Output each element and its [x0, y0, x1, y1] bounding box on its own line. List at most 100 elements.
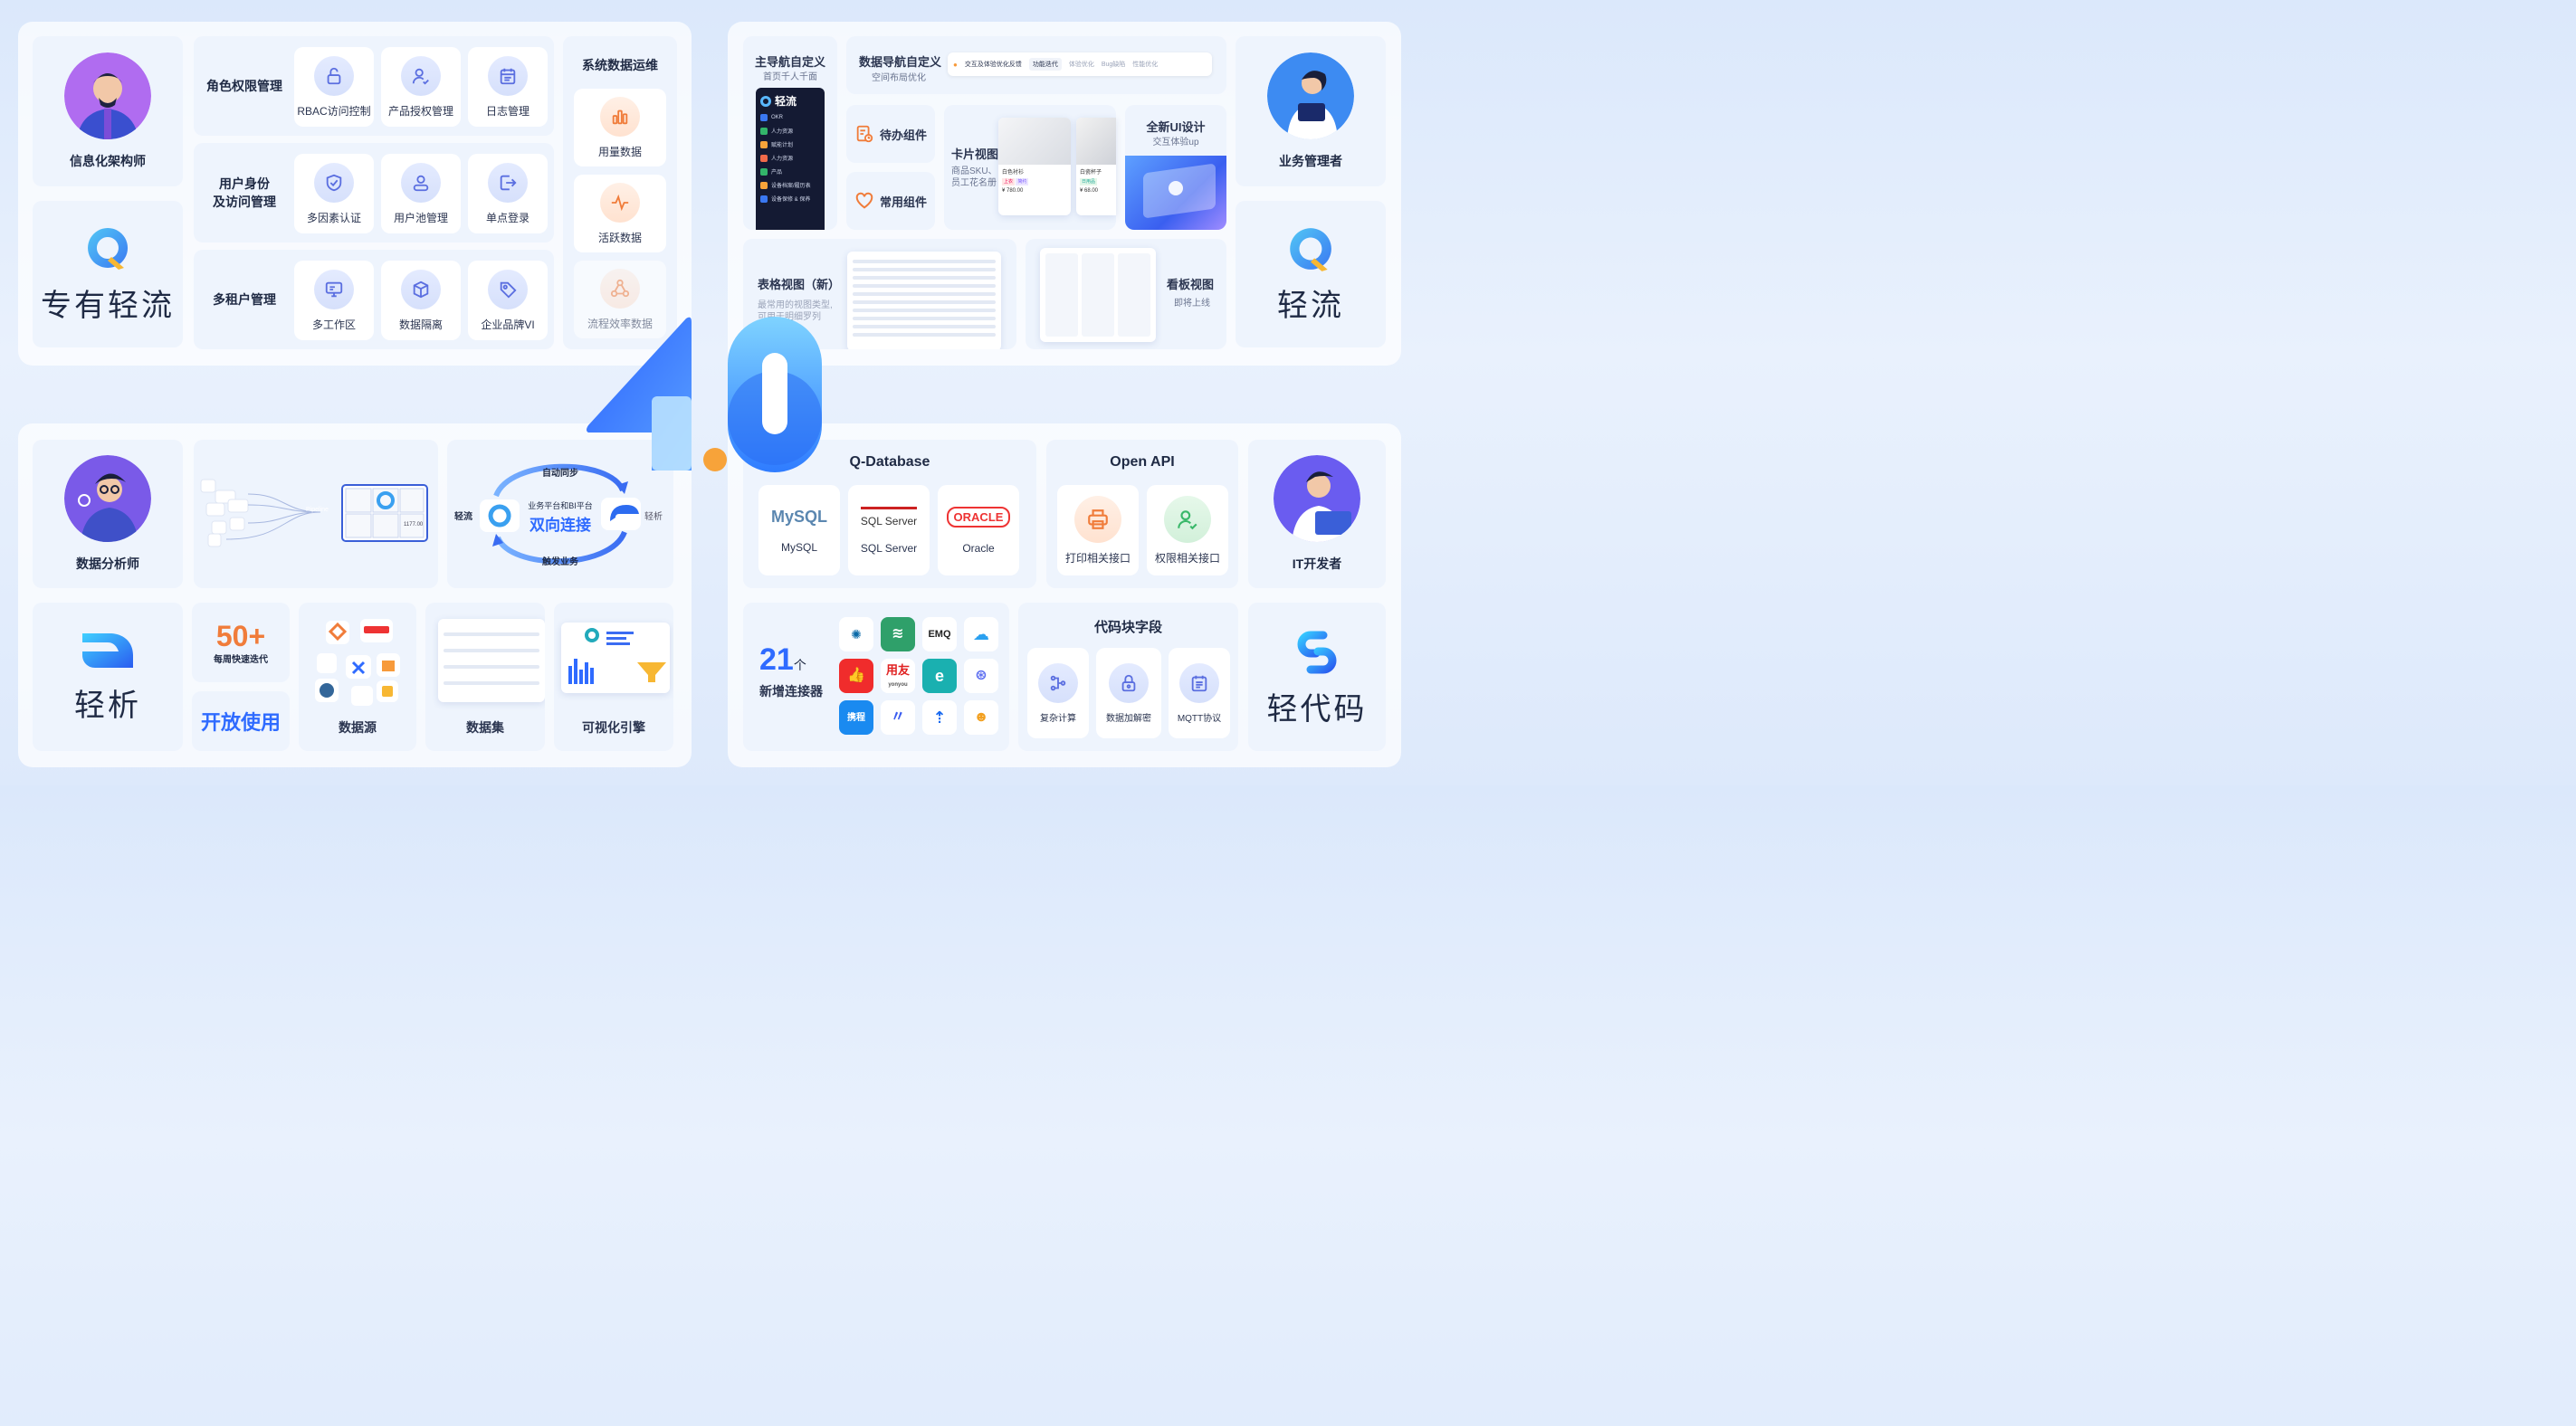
- main-nav-sub: 首页千人千面: [763, 72, 817, 82]
- todo-component-card[interactable]: 待办组件: [846, 105, 935, 163]
- nav-menu-item[interactable]: 赋能计划: [760, 140, 820, 148]
- feature-brand-vi[interactable]: 企业品牌VI: [468, 261, 548, 340]
- code-encrypt[interactable]: 数据加解密: [1096, 648, 1161, 738]
- analyst-label: 数据分析师: [76, 556, 139, 571]
- db-label: SQL Server: [860, 541, 918, 555]
- db-oracle[interactable]: ORACLE Oracle: [938, 485, 1019, 575]
- feature-label: RBAC访问控制: [297, 104, 371, 118]
- data-nav-tab[interactable]: 功能迭代: [1028, 58, 1062, 71]
- open-use-label: 开放使用: [200, 711, 281, 734]
- dataset-card[interactable]: 数据集: [425, 603, 545, 751]
- sync-line1: 业务平台和BI平台: [528, 501, 593, 510]
- ops-active[interactable]: 活跃数据: [574, 175, 666, 252]
- menu-app-icon: [760, 114, 768, 121]
- connector-thumb-icon[interactable]: 👍: [839, 659, 873, 693]
- feature-multi-workspace[interactable]: 多工作区: [294, 261, 374, 340]
- ops-label: 活跃数据: [597, 231, 642, 244]
- weekly-iteration-number: 50+: [215, 619, 266, 652]
- architect-avatar: [64, 52, 151, 139]
- db-mysql[interactable]: MySQL MySQL: [758, 485, 840, 575]
- feature-user-pool[interactable]: 用户池管理: [381, 154, 461, 233]
- user-check-icon: [1164, 495, 1211, 543]
- datasource-label: 数据源: [339, 720, 377, 735]
- nav-menu-item[interactable]: 产品: [760, 167, 820, 176]
- api-permission[interactable]: 权限相关接口: [1147, 485, 1228, 575]
- feature-product-auth[interactable]: 产品授权管理: [381, 47, 461, 127]
- feature-label: 企业品牌VI: [481, 318, 535, 331]
- table-view-screenshot: [847, 252, 1001, 349]
- business-label: 业务管理者: [1279, 154, 1342, 168]
- viz-engine-card[interactable]: 可视化引擎: [554, 603, 673, 751]
- ui-design-sub: 交互体验up: [1152, 138, 1199, 147]
- ui-design-illustration: [1125, 156, 1226, 230]
- datasource-icons: [315, 619, 400, 706]
- open-use-card: 开放使用: [192, 691, 290, 751]
- heart-icon: [855, 192, 873, 209]
- connector-bee-icon[interactable]: ☻: [964, 700, 998, 735]
- workflow-icon: [1038, 662, 1078, 703]
- private-qingliu-title: 专有轻流: [41, 288, 175, 323]
- nav-menu-item[interactable]: 人力资源: [760, 154, 820, 162]
- common-component-card[interactable]: 常用组件: [846, 172, 935, 230]
- ops-title: 系统数据运维: [582, 58, 658, 72]
- qingliu-logo-icon: [88, 227, 129, 270]
- qingxi-logo-icon: [82, 632, 133, 668]
- kanban-view-card: 看板视图 即将上线: [1026, 239, 1226, 349]
- card-view-sub-2: 员工花名册: [951, 178, 997, 188]
- data-nav-tab[interactable]: 性能优化: [1132, 62, 1159, 68]
- feature-label: 用户池管理: [393, 211, 448, 224]
- user-icon: [401, 162, 441, 203]
- connector-layers-icon[interactable]: ≋: [881, 617, 915, 651]
- bidirectional-card: 自动同步 触发业务 轻流 轻析 业务平台和BI平台 双向连接: [447, 440, 673, 588]
- feature-log[interactable]: 日志管理: [468, 47, 548, 127]
- data-nav-tab[interactable]: Bug缺陷: [1101, 62, 1126, 68]
- printer-icon: [1074, 495, 1121, 543]
- codeblock-title: 代码块字段: [1093, 620, 1162, 635]
- datasource-card[interactable]: 数据源: [299, 603, 416, 751]
- feature-mfa[interactable]: 多因素认证: [294, 154, 374, 233]
- kanban-screenshot: [1040, 248, 1156, 342]
- data-nav-tab[interactable]: 体验优化: [1068, 62, 1094, 68]
- pipeline-diagram: [200, 479, 428, 547]
- table-view-sub-1: 最常用的视图类型,: [758, 300, 833, 310]
- db-sqlserver[interactable]: SQL Server SQL Server: [848, 485, 930, 575]
- openapi-title: Open API: [1110, 454, 1175, 470]
- feature-data-isolation[interactable]: 数据隔离: [381, 261, 461, 340]
- common-label: 常用组件: [879, 195, 927, 209]
- code-complex-calc[interactable]: 复杂计算: [1027, 648, 1089, 738]
- connector-rings-icon[interactable]: ⊛: [964, 659, 998, 693]
- mysql-logo-icon: MySQL: [770, 507, 827, 526]
- connector-aperture-icon[interactable]: ✺: [839, 617, 873, 651]
- card-view-title: 卡片视图: [951, 147, 999, 161]
- connector-ctrip-icon[interactable]: 携程: [839, 700, 873, 735]
- api-print[interactable]: 打印相关接口: [1057, 485, 1139, 575]
- feature-label: 多因素认证: [306, 211, 361, 224]
- menu-app-icon: [760, 127, 768, 135]
- api-label: 打印相关接口: [1064, 551, 1131, 565]
- architect-label: 信息化架构师: [70, 154, 146, 168]
- connector-label: 新增连接器: [759, 684, 823, 699]
- connector-e-icon[interactable]: e: [922, 659, 957, 693]
- qingxi-title: 轻析: [74, 688, 141, 723]
- connector-chat-icon[interactable]: ☁: [964, 617, 998, 651]
- menu-app-icon: [760, 181, 768, 189]
- feature-rbac[interactable]: RBAC访问控制: [294, 47, 374, 127]
- data-nav-tab[interactable]: 交互及体验优化反馈: [964, 62, 1022, 68]
- connector-arrow-icon[interactable]: ⇡: [922, 700, 957, 735]
- user-check-icon: [401, 55, 441, 96]
- connector-emq-icon[interactable]: EMQ: [922, 617, 957, 651]
- ops-flow-efficiency[interactable]: 流程效率数据: [574, 261, 666, 338]
- nav-menu-item[interactable]: OKR: [760, 114, 820, 121]
- db-label: MySQL: [780, 540, 817, 554]
- nav-menu-item[interactable]: 人力资源: [760, 127, 820, 135]
- sync-line2: 双向连接: [530, 517, 591, 534]
- code-mqtt[interactable]: MQTT协议: [1169, 648, 1230, 738]
- nav-menu-item[interactable]: 设备档案/履历表: [760, 181, 820, 189]
- nav-menu-item[interactable]: 设备保修 & 保养: [760, 195, 820, 203]
- ops-usage[interactable]: 用量数据: [574, 89, 666, 166]
- feature-sso[interactable]: 单点登录: [468, 154, 548, 233]
- connector-slash-icon[interactable]: 〃: [881, 700, 915, 735]
- weekly-iteration-sub: 每周快速迭代: [214, 654, 268, 665]
